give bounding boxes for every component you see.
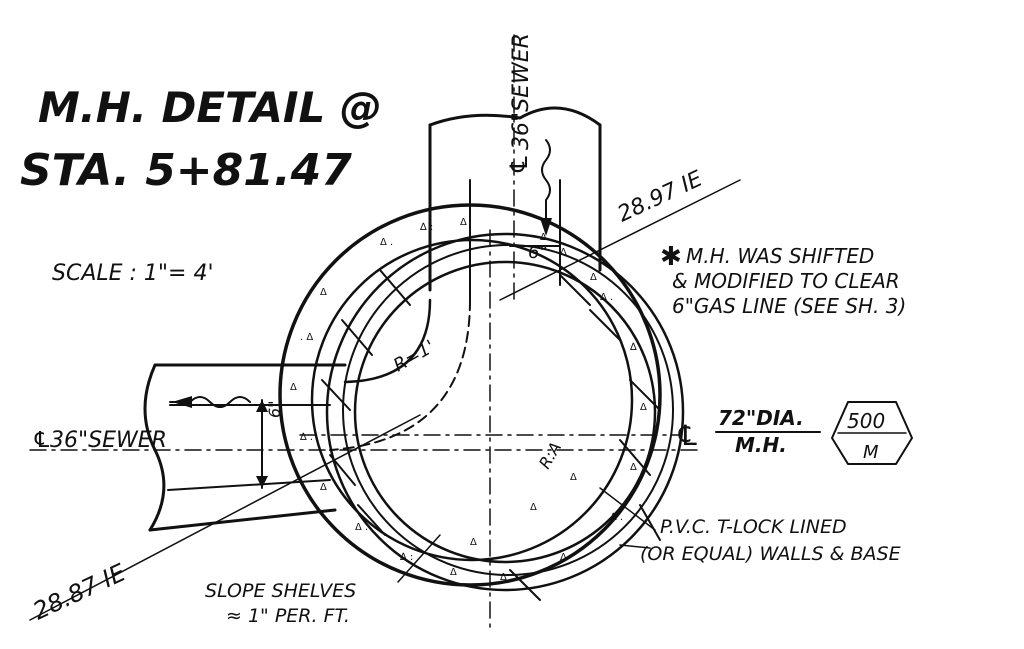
mh-dia-label: 72"DIA.	[718, 406, 804, 430]
svg-text:Δ: Δ	[450, 567, 457, 578]
slope-note-line-2: ≈ 1" PER. FT.	[226, 605, 350, 627]
svg-text:Δ .: Δ .	[380, 237, 393, 248]
mh-label: M.H.	[735, 433, 787, 457]
svg-text:Δ: Δ	[320, 287, 327, 298]
shift-hash-marks	[321, 269, 661, 601]
hex-tag-bottom: M	[863, 442, 879, 463]
svg-text:Δ: Δ	[590, 272, 597, 283]
svg-text:Δ .: Δ .	[500, 572, 513, 583]
svg-text:Δ: Δ	[630, 462, 637, 473]
svg-text:Δ: Δ	[290, 382, 297, 393]
invert-top-label: 28.97 IE	[614, 167, 707, 228]
svg-text:∆ :: ∆ :	[399, 552, 413, 563]
svg-text:Δ: Δ	[460, 217, 467, 228]
title-line-1: M.H. DETAIL @	[38, 83, 382, 132]
top-sewer-pipe	[428, 106, 602, 301]
svg-text:Δ: Δ	[320, 482, 327, 493]
hex-tag: 500 M	[831, 401, 913, 465]
svg-text:Δ: Δ	[560, 552, 567, 563]
pvc-note-line-1: P.V.C. T-LOCK LINED	[660, 516, 847, 538]
pvc-leader-1	[599, 487, 656, 531]
svg-text:Δ .: Δ .	[600, 292, 613, 303]
invert-bottom-label: 28.87 IE	[29, 558, 131, 625]
hex-tag-top: 500	[847, 409, 885, 433]
offset-label: 6"	[528, 242, 548, 263]
svg-text:∆ .: ∆ .	[609, 512, 623, 523]
slope-leader	[397, 534, 441, 583]
svg-text:Δ: Δ	[530, 502, 537, 513]
top-sewer-label: 36"SEWER	[509, 33, 534, 150]
top-centerline-symbol: ℄	[505, 153, 533, 175]
left-sewer-label: 36"SEWER	[50, 428, 167, 453]
manhole-walls	[278, 203, 685, 592]
mh-centerline-symbol: ℄	[675, 419, 700, 452]
note-asterisk: ✱	[660, 242, 682, 272]
invert-bottom-leader	[29, 414, 421, 621]
slope-note-line-1: SLOPE SHELVES	[205, 580, 356, 602]
left-centerline-symbol: ℄	[32, 428, 52, 453]
svg-text:Δ: Δ	[570, 472, 577, 483]
top-flow-arrow	[541, 139, 551, 221]
scale-label: SCALE : 1"= 4'	[52, 261, 214, 286]
radius-label: R=1'	[390, 336, 439, 376]
note-line-1: M.H. WAS SHIFTED	[686, 244, 874, 268]
svg-text:Δ: Δ	[470, 537, 477, 548]
left-sewer-pipe	[143, 363, 347, 532]
note-line-2: & MODIFIED TO CLEAR	[672, 269, 900, 293]
svg-text:Δ: Δ	[540, 232, 547, 243]
svg-text:. Δ: . Δ	[300, 332, 313, 343]
svg-text:∆: ∆	[629, 342, 637, 353]
svg-text:∆ .: ∆ .	[299, 432, 313, 443]
title-line-2: STA. 5+81.47	[20, 145, 352, 196]
elbow-bend	[343, 298, 432, 384]
pvc-note-line-2: (OR EQUAL) WALLS & BASE	[640, 543, 901, 565]
svg-text:∆ :: ∆ :	[419, 222, 433, 233]
pvc-leader-2	[619, 544, 651, 549]
svg-text:Δ: Δ	[560, 247, 567, 258]
left-flow-arrow	[169, 396, 251, 408]
radius-a-label: R:A	[535, 439, 565, 472]
left-flow-arrowhead	[172, 396, 192, 408]
note-line-3: 6"GAS LINE (SEE SH. 3)	[672, 294, 906, 318]
svg-text:Δ: Δ	[640, 402, 647, 413]
invert-top-leader	[499, 179, 741, 301]
svg-text:Δ .: Δ .	[355, 522, 368, 533]
